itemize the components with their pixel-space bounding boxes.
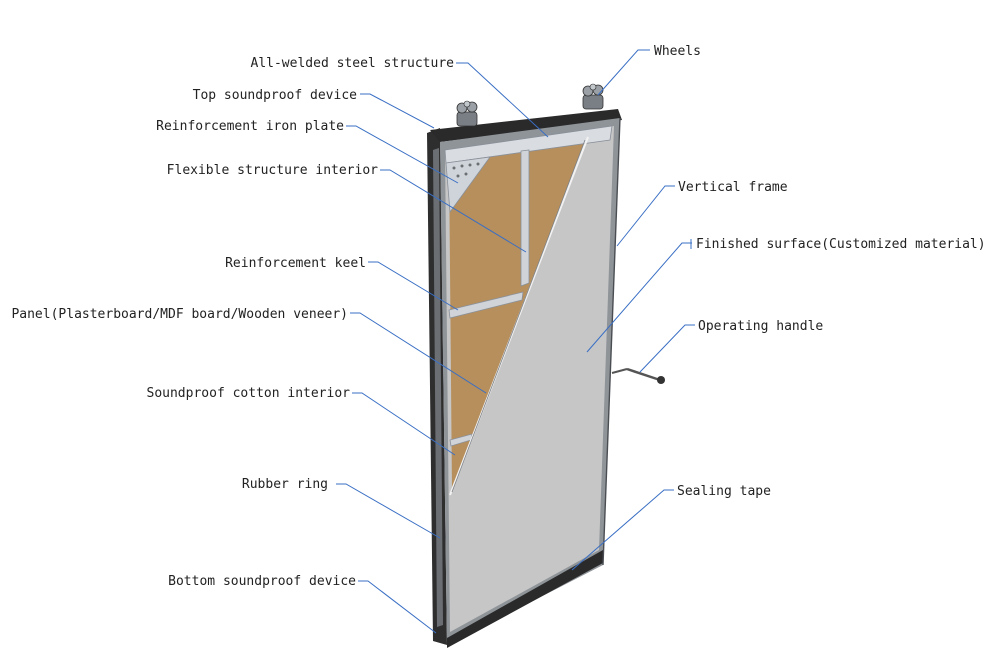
- left-edge-rail: [433, 148, 443, 627]
- right-frame-line: [602, 117, 621, 566]
- label-panel: Panel(Plasterboard/MDF board/Wooden vene…: [11, 307, 348, 322]
- leader-bottom-soundproof: [358, 580, 437, 634]
- leader-all-welded: [456, 62, 549, 138]
- bottom-soundproof-strip: [447, 550, 603, 648]
- leader-flexible: [380, 169, 527, 253]
- door-illustration: [427, 83, 665, 648]
- label-wheels: Wheels: [654, 44, 701, 59]
- label-bottom-soundproof-device: Bottom soundproof device: [168, 574, 356, 589]
- horizontal-keel: [448, 291, 524, 319]
- iron-plate-holes: [452, 162, 480, 178]
- leader-keel: [368, 261, 459, 311]
- leader-lines: [336, 49, 695, 634]
- label-operating-handle: Operating handle: [698, 319, 823, 334]
- leader-cotton: [352, 392, 456, 456]
- label-sealing-tape: Sealing tape: [677, 484, 771, 499]
- surface-cut-shadow: [451, 139, 586, 493]
- leader-vertical-frame: [616, 185, 675, 247]
- label-vertical-frame: Vertical frame: [678, 180, 788, 195]
- callout-labels: All-welded steel structure Wheels Top so…: [11, 44, 985, 589]
- leader-sealing-tape: [571, 489, 674, 571]
- label-flexible-structure-interior: Flexible structure interior: [167, 163, 378, 178]
- label-soundproof-cotton-interior: Soundproof cotton interior: [147, 386, 351, 401]
- label-top-soundproof-device: Top soundproof device: [193, 88, 358, 103]
- label-rubber-ring: Rubber ring: [242, 477, 328, 492]
- wheel-left: [456, 100, 478, 127]
- label-all-welded-steel-structure: All-welded steel structure: [251, 56, 455, 71]
- operating-handle: [611, 367, 665, 384]
- vertical-keel: [520, 149, 530, 287]
- leader-panel: [350, 312, 487, 394]
- leader-handle: [639, 324, 695, 373]
- leader-iron-plate: [346, 125, 459, 184]
- label-finished-surface: Finished surface(Customized material): [696, 237, 986, 252]
- leader-finished-surface: [586, 242, 692, 353]
- label-reinforcement-keel: Reinforcement keel: [225, 256, 366, 271]
- wheel-right: [582, 83, 604, 110]
- leader-wheels: [597, 49, 650, 96]
- top-frame-bar: [430, 109, 622, 142]
- leader-top-soundproof: [360, 93, 435, 129]
- label-reinforcement-iron-plate: Reinforcement iron plate: [156, 119, 344, 134]
- reinforcement-iron-plate: [445, 156, 491, 214]
- wooden-board: [449, 140, 585, 492]
- leader-rubber-ring: [336, 483, 441, 539]
- steel-top-beam: [444, 125, 613, 164]
